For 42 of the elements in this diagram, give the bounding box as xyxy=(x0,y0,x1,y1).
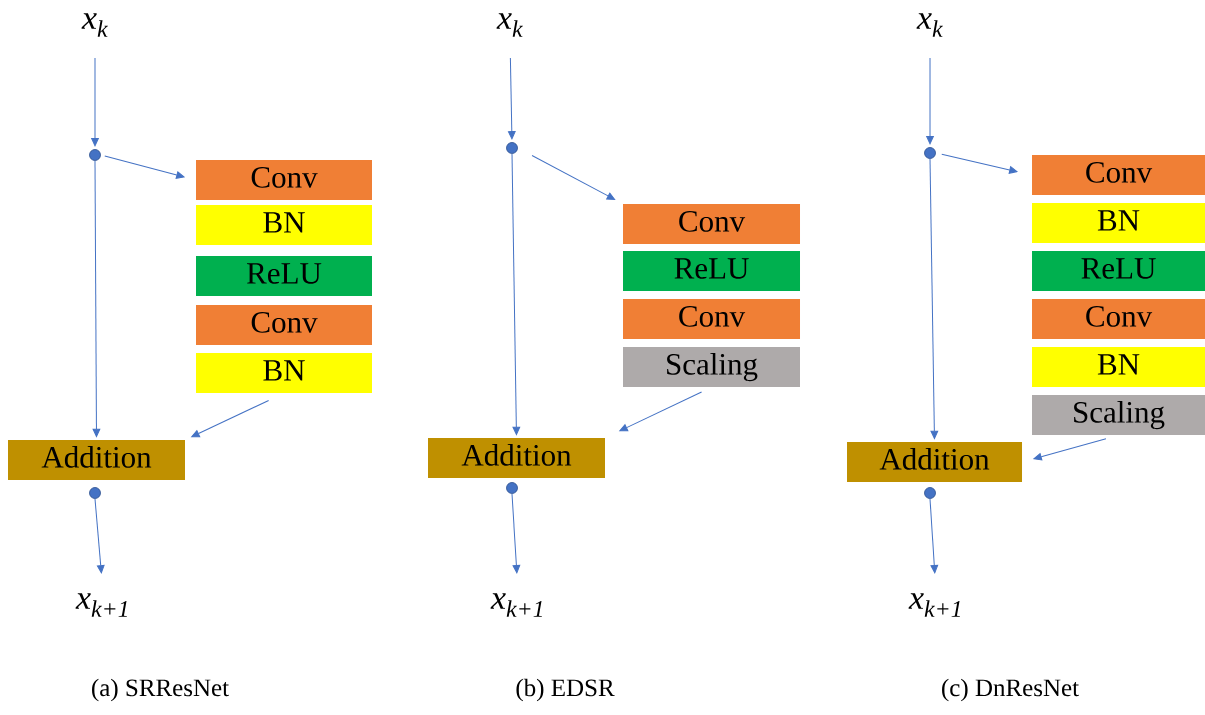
layer-box: Conv xyxy=(196,160,372,200)
arrow xyxy=(926,57,934,145)
layer-box: Conv xyxy=(623,204,800,244)
arrow xyxy=(1033,438,1107,461)
layer-box: Conv xyxy=(1032,299,1205,339)
layer-box: Conv xyxy=(1032,155,1205,195)
layer-box: ReLU xyxy=(196,256,372,296)
layer-box: BN xyxy=(196,205,372,245)
variable-label: x$_{k+1}$ xyxy=(908,593,960,617)
layer-box: Conv xyxy=(196,305,372,345)
caption: (a) SRResNet xyxy=(92,678,229,702)
variable-label: x$_{k+1}$ xyxy=(75,593,127,617)
addition-box: Addition xyxy=(847,442,1022,482)
arrow xyxy=(507,57,516,140)
layer-box: BN xyxy=(1032,347,1205,387)
addition-box: Addition xyxy=(8,440,185,480)
arrow xyxy=(191,399,270,438)
variable-label: x$_{k}$ xyxy=(916,13,943,37)
arrow xyxy=(511,493,521,574)
arrow xyxy=(941,153,1018,174)
layer-box: BN xyxy=(196,353,372,393)
arrow xyxy=(92,160,101,438)
layer-box: ReLU xyxy=(1032,251,1205,291)
arrow xyxy=(531,155,616,200)
layer-box: Scaling xyxy=(623,347,800,387)
variable-label: x$_{k}$ xyxy=(496,13,523,37)
arrow xyxy=(619,391,703,432)
addition-box: Addition xyxy=(428,438,605,478)
arrow xyxy=(511,153,521,436)
variable-label: x$_{k+1}$ xyxy=(490,593,542,617)
arrow xyxy=(94,498,105,574)
caption: (b) EDSR xyxy=(516,678,615,702)
layer-box: ReLU xyxy=(623,251,800,291)
layer-box: Conv xyxy=(623,299,800,339)
caption: (c) DnResNet xyxy=(942,678,1079,702)
layer-box: Scaling xyxy=(1032,395,1205,435)
variable-label: x$_{k}$ xyxy=(81,13,108,37)
arrow xyxy=(929,158,939,440)
arrow xyxy=(104,155,185,179)
arrow xyxy=(929,498,939,574)
layer-box: BN xyxy=(1032,203,1205,243)
arrow xyxy=(91,57,99,147)
